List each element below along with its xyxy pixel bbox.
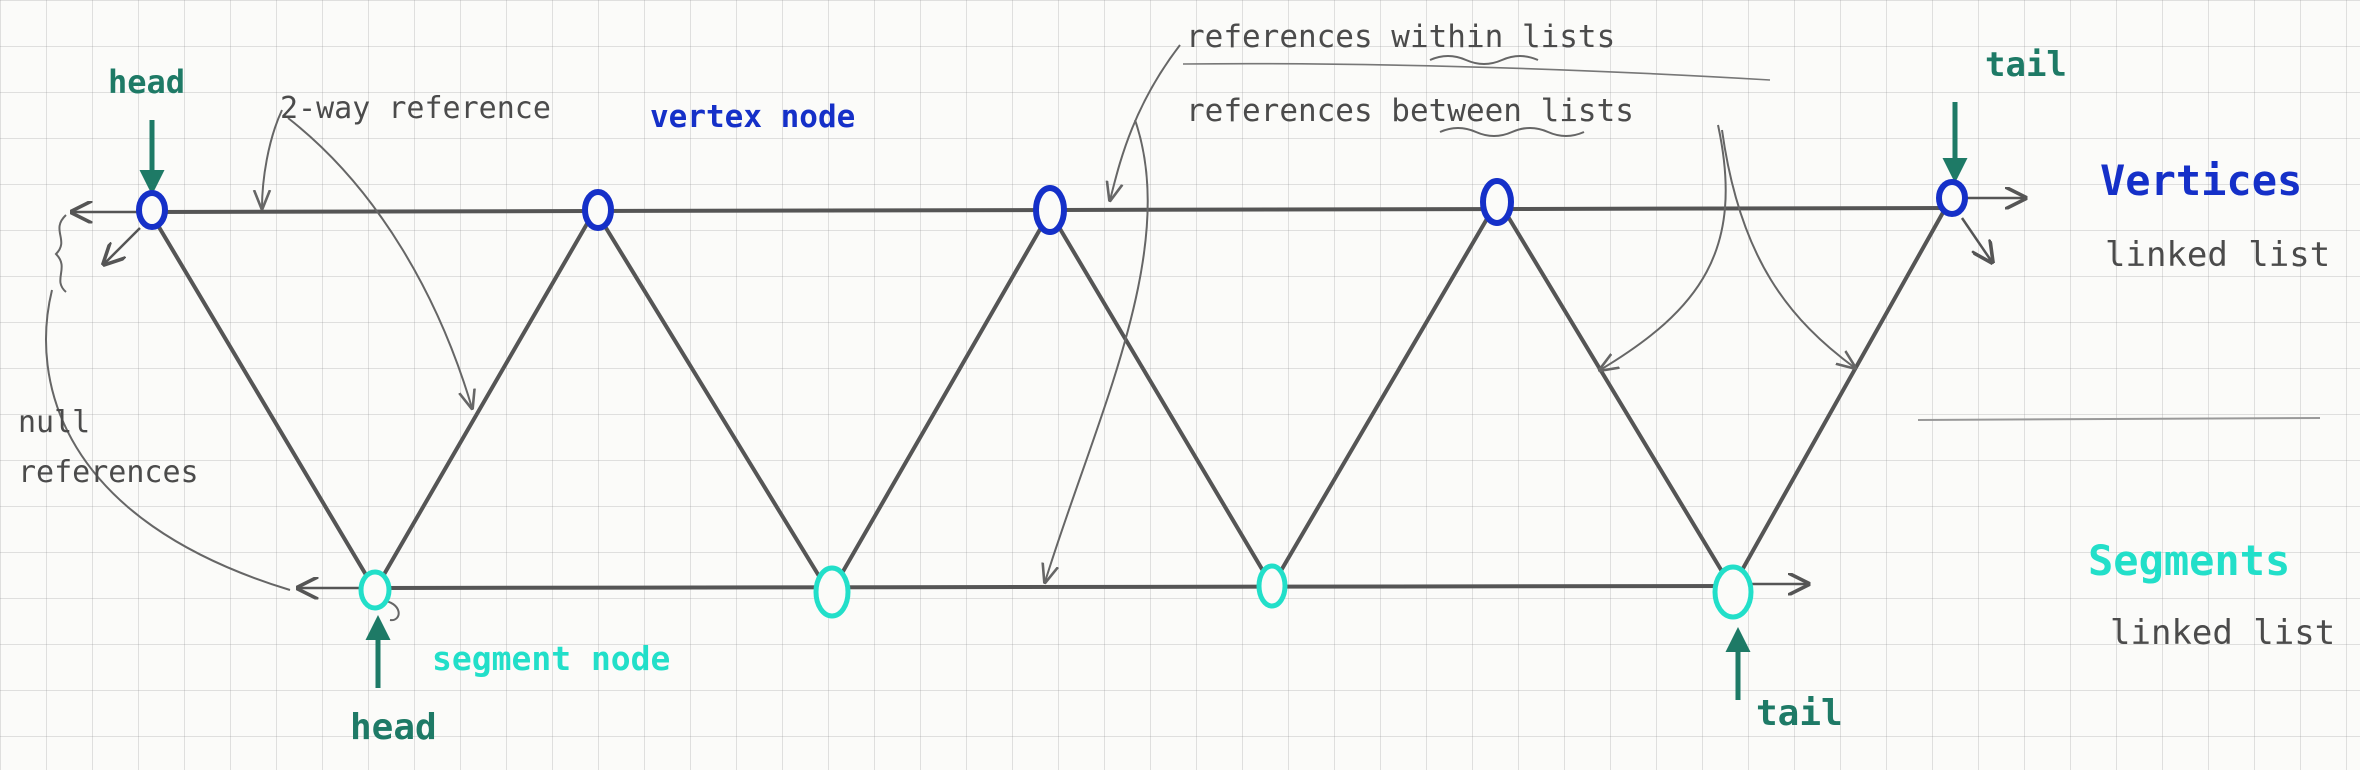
- vertex-node: [136, 190, 168, 230]
- vertex-node: [1936, 179, 1968, 217]
- segment-node: [358, 569, 392, 611]
- segment-node: [813, 565, 851, 619]
- null-references-label-line1: null: [18, 405, 91, 440]
- null-references-arrow: [45, 289, 291, 591]
- references-between-lists-arrow-2: [1721, 129, 1855, 368]
- segments-head-label: head: [350, 707, 437, 748]
- between-lists-zigzag: [148, 198, 1952, 596]
- segment-node-label: segment node: [432, 639, 671, 678]
- vertices-list-title: Vertices: [2100, 156, 2303, 205]
- null-references-label-line2: references: [18, 455, 199, 490]
- references-between-lists-arrow-1: [1600, 124, 1727, 370]
- vertex-node: [1033, 185, 1067, 235]
- divider-line: [1917, 417, 2321, 421]
- vertices-tail-null-down-arrow: [1960, 217, 1992, 262]
- segment-node: [1712, 564, 1754, 620]
- two-way-reference-arrow-1: [262, 109, 283, 208]
- vertex-node: [1480, 178, 1514, 226]
- references-within-lists-arrow-1: [1110, 44, 1181, 200]
- vertices-head-null-down-arrow: [104, 227, 141, 264]
- between-squiggle: [1439, 127, 1585, 137]
- references-between-lists-label: references between lists: [1186, 93, 1634, 129]
- vertex-node: [582, 189, 614, 231]
- segments-list-subtitle: linked list: [2110, 613, 2336, 653]
- segments-list-title: Segments: [2088, 536, 2291, 585]
- vertices-tail-label: tail: [1985, 45, 2067, 85]
- vertices-head-label: head: [108, 63, 186, 101]
- references-within-lists-label: references within lists: [1186, 19, 1616, 55]
- two-way-reference-label: 2-way reference: [280, 91, 551, 126]
- segment-node: [1256, 563, 1288, 609]
- segments-tail-label: tail: [1756, 693, 1843, 734]
- references-within-lists-underline: [1182, 62, 1771, 81]
- segments-list-line: [374, 584, 1736, 590]
- null-references-bracket: [54, 214, 67, 293]
- vertices-list-subtitle: linked list: [2105, 235, 2331, 275]
- within-squiggle: [1429, 55, 1539, 65]
- vertex-node-label: vertex node: [650, 99, 856, 135]
- two-way-reference-arrow-2: [287, 117, 472, 408]
- references-within-lists-arrow-2: [1045, 119, 1149, 582]
